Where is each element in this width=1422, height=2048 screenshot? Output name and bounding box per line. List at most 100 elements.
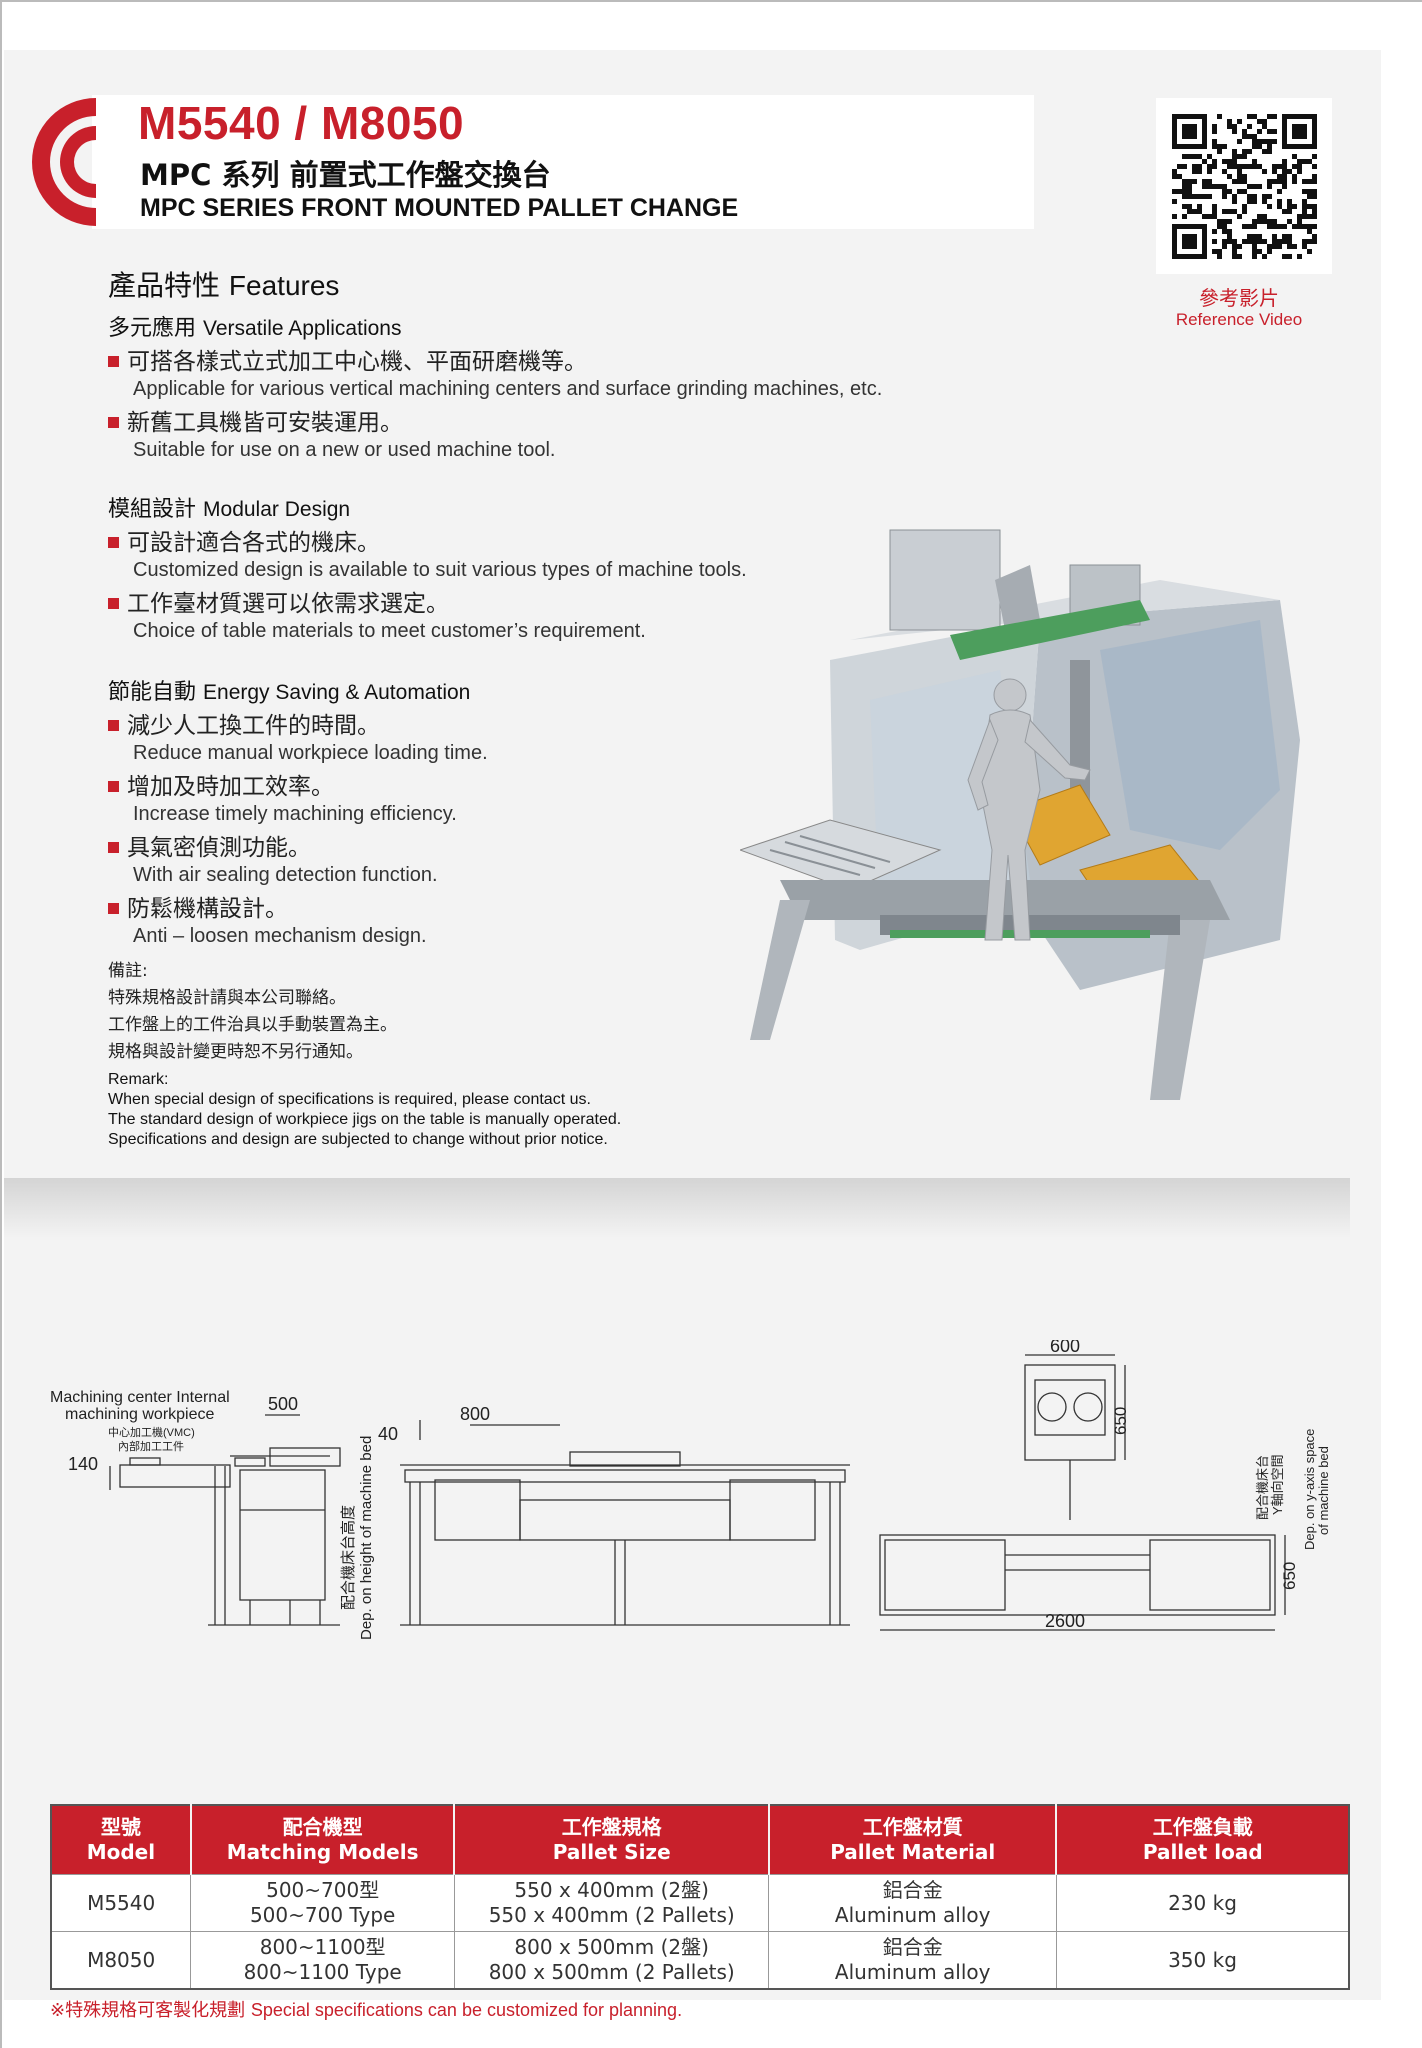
- side-label-zh-2: 內部加工工件: [118, 1439, 184, 1453]
- size-cell: 800 x 500mm (2盤)800 x 500mm (2 Pallets): [453, 1931, 769, 1989]
- feature-item: 新舊工具機皆可安裝運用。 Suitable for use on a new o…: [108, 403, 555, 462]
- left-border: [0, 0, 2, 2048]
- notes-zh: 備註: 特殊規格設計請與本公司聯絡。 工作盤上的工件治具以手動裝置為主。 規格與…: [108, 958, 397, 1066]
- footer-note-en: Special specifications can be customized…: [250, 2000, 683, 2020]
- feature-item-en: Applicable for various vertical machinin…: [133, 378, 883, 400]
- feature-item: 可搭各樣式立式加工中心機、平面研磨機等。 Applicable for vari…: [108, 342, 882, 401]
- dim-2600: 2600: [1045, 1611, 1085, 1631]
- technical-drawing: Machining center Internal machining work…: [50, 1340, 1331, 1640]
- dim-500: 500: [268, 1394, 298, 1414]
- remark-line: When special design of specifications is…: [108, 1091, 591, 1108]
- vert-label-zh-1: 配合機床台高度: [340, 1505, 357, 1610]
- feature-item-en: Reduce manual workpiece loading time.: [133, 742, 488, 764]
- section-title-zh: 節能自動: [108, 680, 197, 705]
- load-cell: 350 kg: [1055, 1931, 1349, 1989]
- features-heading-zh: 產品特性: [108, 269, 221, 302]
- model-cell: M5540: [51, 1874, 191, 1932]
- pallet-changer-illustration: [740, 529, 1300, 1100]
- side-label-2: machining workpiece: [65, 1406, 215, 1423]
- section-title-energy: 節能自動 Energy Saving & Automation: [108, 674, 470, 706]
- brand-logo-icon: [32, 98, 96, 226]
- dim-40: 40: [378, 1424, 398, 1444]
- dim-600: 600: [1050, 1340, 1080, 1356]
- remark-line: The standard design of workpiece jigs on…: [108, 1111, 622, 1128]
- dim-650-top: 650: [1111, 1407, 1130, 1435]
- footer-note: ※特殊規格可客製化規劃 Special specifications can b…: [50, 1996, 682, 2022]
- vert-label-en-1: Dep. on height of machine bed: [358, 1436, 375, 1640]
- side-label-zh-1: 中心加工機(VMC): [108, 1425, 195, 1439]
- qr-caption-en: Reference Video: [1175, 310, 1303, 329]
- feature-item-zh: 新舊工具機皆可安裝運用。: [127, 410, 403, 436]
- bullet-square-icon: [108, 598, 119, 609]
- remark-line: Specifications and design are subjected …: [108, 1131, 608, 1148]
- bullet-square-icon: [108, 356, 119, 367]
- features-heading-en: Features: [228, 270, 340, 301]
- feature-item-zh: 可搭各樣式立式加工中心機、平面研磨機等。: [127, 349, 587, 375]
- size-cell: 550 x 400mm (2盤)550 x 400mm (2 Pallets): [453, 1874, 769, 1932]
- feature-item: 可設計適合各式的機床。 Customized design is availab…: [108, 523, 747, 582]
- feature-item-zh: 減少人工換工件的時間。: [127, 713, 380, 739]
- note-line: 工作盤上的工件治具以手動裝置為主。: [108, 1015, 397, 1035]
- page-title: M5540 / M8050: [138, 97, 465, 149]
- section-title-en: Energy Saving & Automation: [203, 681, 471, 704]
- feature-item: 防鬆機構設計。 Anti – loosen mechanism design.: [108, 889, 427, 948]
- feature-item-zh: 具氣密偵測功能。: [127, 835, 311, 861]
- section-title-modular: 模組設計 Modular Design: [108, 491, 350, 523]
- feature-item-en: Anti – loosen mechanism design.: [133, 925, 427, 947]
- feature-item: 具氣密偵測功能。 With air sealing detection func…: [108, 828, 438, 887]
- notes-title: 備註:: [108, 961, 148, 981]
- bullet-square-icon: [108, 903, 119, 914]
- feature-item-en: Increase timely machining efficiency.: [133, 803, 457, 825]
- section-title-versatile: 多元應用 Versatile Applications: [108, 310, 401, 342]
- features-heading: 產品特性 Features: [108, 264, 339, 304]
- section-divider: [4, 1178, 1350, 1238]
- feature-item-en: Suitable for use on a new or used machin…: [133, 439, 556, 461]
- bullet-square-icon: [108, 720, 119, 731]
- subtitle-en: MPC SERIES FRONT MOUNTED PALLET CHANGE: [140, 194, 739, 222]
- page-background: [4, 50, 1381, 2000]
- side-label-1: Machining center Internal: [50, 1389, 230, 1406]
- section-title-en: Versatile Applications: [203, 317, 402, 340]
- feature-item-zh: 工作臺材質選可以依需求選定。: [127, 591, 449, 617]
- feature-item-en: With air sealing detection function.: [133, 864, 438, 886]
- section-title-zh: 模組設計: [108, 497, 197, 522]
- remarks-en: Remark: When special design of specifica…: [108, 1070, 621, 1150]
- vert-label-en-2b: of machine bed: [1316, 1446, 1331, 1535]
- qr-code[interactable]: [1156, 98, 1332, 274]
- model-cell: M8050: [51, 1931, 191, 1989]
- load-cell: 230 kg: [1055, 1874, 1349, 1932]
- vert-label-zh-2b: Y軸向空間: [1270, 1454, 1285, 1515]
- qr-code-icon: [1172, 114, 1317, 259]
- note-line: 規格與設計變更時恕不另行通知。: [108, 1042, 363, 1062]
- dim-140: 140: [68, 1454, 98, 1474]
- section-title-zh: 多元應用: [108, 316, 197, 341]
- feature-item: 增加及時加工效率。 Increase timely machining effi…: [108, 767, 457, 826]
- feature-item-zh: 可設計適合各式的機床。: [127, 530, 380, 556]
- footer-note-zh: ※特殊規格可客製化規劃: [50, 2000, 246, 2021]
- bullet-square-icon: [108, 537, 119, 548]
- note-line: 特殊規格設計請與本公司聯絡。: [108, 988, 346, 1008]
- feature-item: 工作臺材質選可以依需求選定。 Choice of table materials…: [108, 584, 646, 643]
- qr-caption-zh: 參考影片: [1199, 286, 1279, 310]
- feature-item-en: Customized design is available to suit v…: [133, 559, 747, 581]
- vert-label-en-2a: Dep. on y-axis space: [1302, 1429, 1317, 1550]
- bullet-square-icon: [108, 417, 119, 428]
- feature-item-zh: 防鬆機構設計。: [127, 896, 288, 922]
- feature-item: 減少人工換工件的時間。 Reduce manual workpiece load…: [108, 706, 488, 765]
- vert-label-zh-2a: 配合機床台: [1255, 1455, 1270, 1520]
- dim-650-bottom: 650: [1280, 1562, 1299, 1590]
- top-border: [0, 0, 1422, 2]
